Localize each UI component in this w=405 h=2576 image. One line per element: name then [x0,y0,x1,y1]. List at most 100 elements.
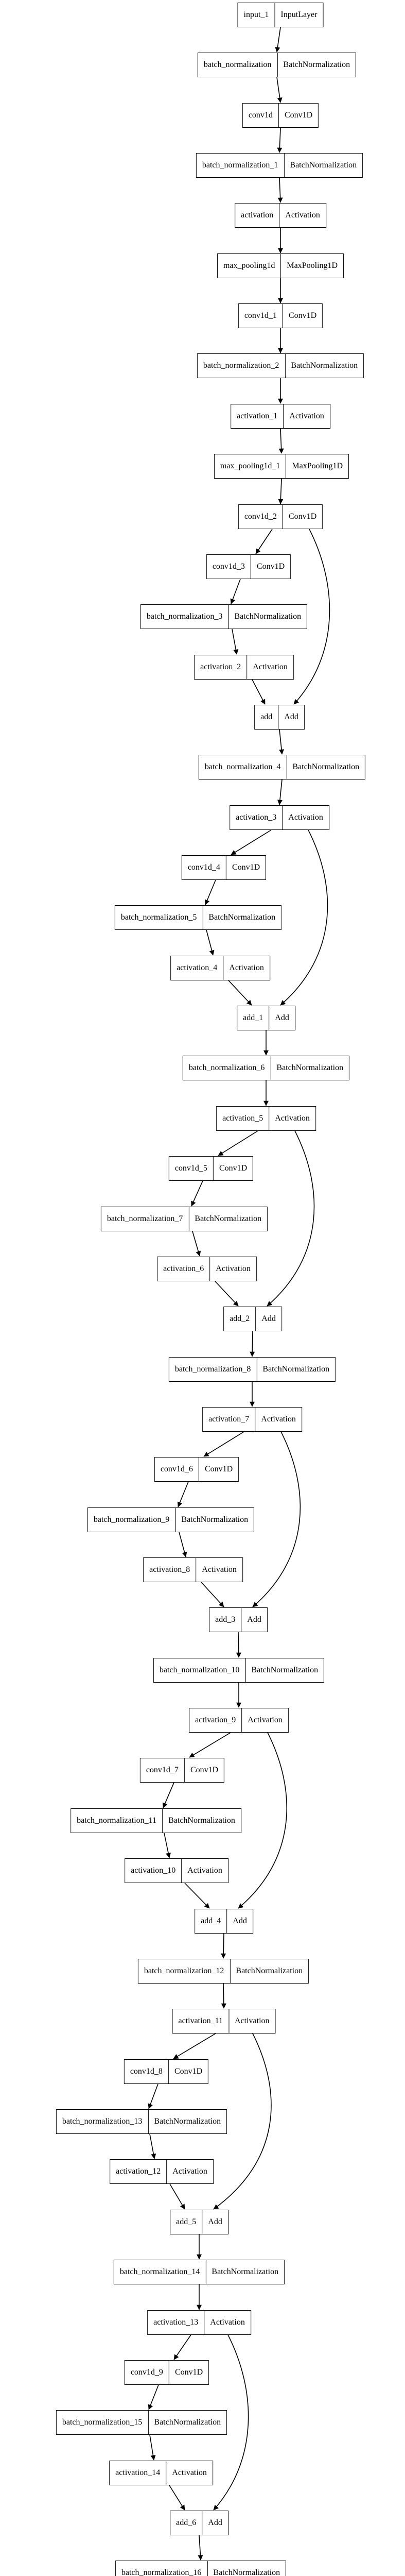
layer-type: Activation [223,956,270,980]
edge-activation_3-to-add_1 [280,828,328,1006]
layer-name: activation_3 [236,813,277,822]
layer-type: Conv1D [168,2060,208,2083]
layer-type: Activation [204,2311,251,2334]
layer-type: Activation [166,2160,213,2183]
layer-type: Activation [279,204,326,227]
layer-type: Conv1D [225,856,266,879]
layer-node-batch_normalization_11: batch_normalization_11 BatchNormalization [71,1808,241,1833]
layer-name: batch_normalization_11 [77,1816,157,1825]
edge-activation_5-to-add_2 [267,1129,315,1307]
layer-type: BatchNormalization [284,154,362,177]
edge-batch_normalization_13-to-activation_12 [149,2133,156,2159]
layer-name: activation_10 [131,1866,176,1875]
layer-name: activation_13 [153,2318,199,2327]
layer-name: add_1 [243,1013,263,1022]
layer-name: batch_normalization_9 [93,1515,170,1524]
layer-type: BatchNormalization [148,2411,226,2434]
layer-name: activation_6 [163,1264,204,1273]
edge-activation_1-to-max_pooling1d_1 [278,428,284,454]
layer-name: batch_normalization_1 [202,161,278,170]
edge-batch_normalization_3-to-activation_2 [232,629,239,655]
edge-activation_13-to-conv1d_9 [173,2334,191,2360]
edge-activation_11-to-conv1d_8 [173,2033,216,2059]
edge-activation_7-to-conv1d_6 [203,1431,244,1457]
layer-type: Activation [282,806,329,829]
layer-name: conv1d_1 [244,311,277,320]
layer-type: Conv1D [278,104,318,127]
layer-node-batch_normalization_12: batch_normalization_12 BatchNormalization [137,1959,309,1984]
layer-name: max_pooling1d_1 [220,462,280,470]
layer-node-activation_13: activation_13 Activation [147,2310,251,2335]
layer-type: BatchNormalization [207,2561,286,2576]
edge-add_4-to-batch_normalization_12 [221,1933,226,1959]
edge-activation_2-to-add [252,679,266,705]
layer-type: BatchNormalization [148,2110,226,2133]
layer-name: batch_normalization_14 [119,2267,200,2276]
edge-batch_normalization_1-to-activation [277,177,283,203]
layer-type: BatchNormalization [245,1658,324,1682]
edge-activation_14-to-add_6 [169,2485,185,2511]
edge-add-to-batch_normalization_4 [279,729,285,755]
layer-type: Add [255,1307,281,1331]
edge-conv1d_2-to-conv1d_3 [255,529,273,554]
layer-type: BatchNormalization [202,906,281,929]
layer-name: add_5 [176,2217,197,2226]
layer-type: BatchNormalization [277,53,356,77]
layer-name: batch_normalization_12 [144,1967,224,1975]
layer-type: Add [226,1909,253,1933]
layer-type: Add [278,705,304,729]
edge-activation_9-to-conv1d_7 [189,1732,231,1758]
layer-type: Activation [269,1107,315,1130]
layer-type: Activation [196,1558,242,1582]
layer-name: batch_normalization_3 [146,612,223,621]
layer-name: conv1d_2 [244,512,277,521]
edge-batch_normalization_11-to-activation_10 [164,1833,171,1858]
layer-name: batch_normalization_4 [204,762,281,771]
edge-conv1d_5-to-batch_normalization_7 [191,1180,203,1207]
layer-type: BatchNormalization [270,1056,349,1080]
layer-type: BatchNormalization [162,1809,241,1833]
edge-activation_11-to-add_5 [213,2032,272,2210]
layer-name: conv1d_8 [130,2067,163,2076]
edge-conv1d-to-batch_normalization_1 [277,127,283,153]
layer-name: activation [241,211,274,219]
layer-type: Add [202,2511,228,2535]
edge-batch_normalization-to-conv1d [276,77,283,103]
edge-activation_4-to-add_1 [228,980,252,1006]
layer-type: Conv1D [168,2361,208,2384]
edge-add_3-to-batch_normalization_10 [236,1632,241,1658]
layer-type: BatchNormalization [230,1959,308,1983]
layer-type: MaxPooling1D [280,254,343,278]
edge-activation_10-to-add_4 [184,1883,210,1909]
layer-type: Activation [246,655,293,679]
layer-node-conv1d_8: conv1d_8 Conv1D [124,2059,209,2084]
edge-activation_7-to-add_3 [252,1430,301,1607]
layer-name: conv1d_5 [174,1164,207,1173]
layer-type: Conv1D [282,505,322,529]
